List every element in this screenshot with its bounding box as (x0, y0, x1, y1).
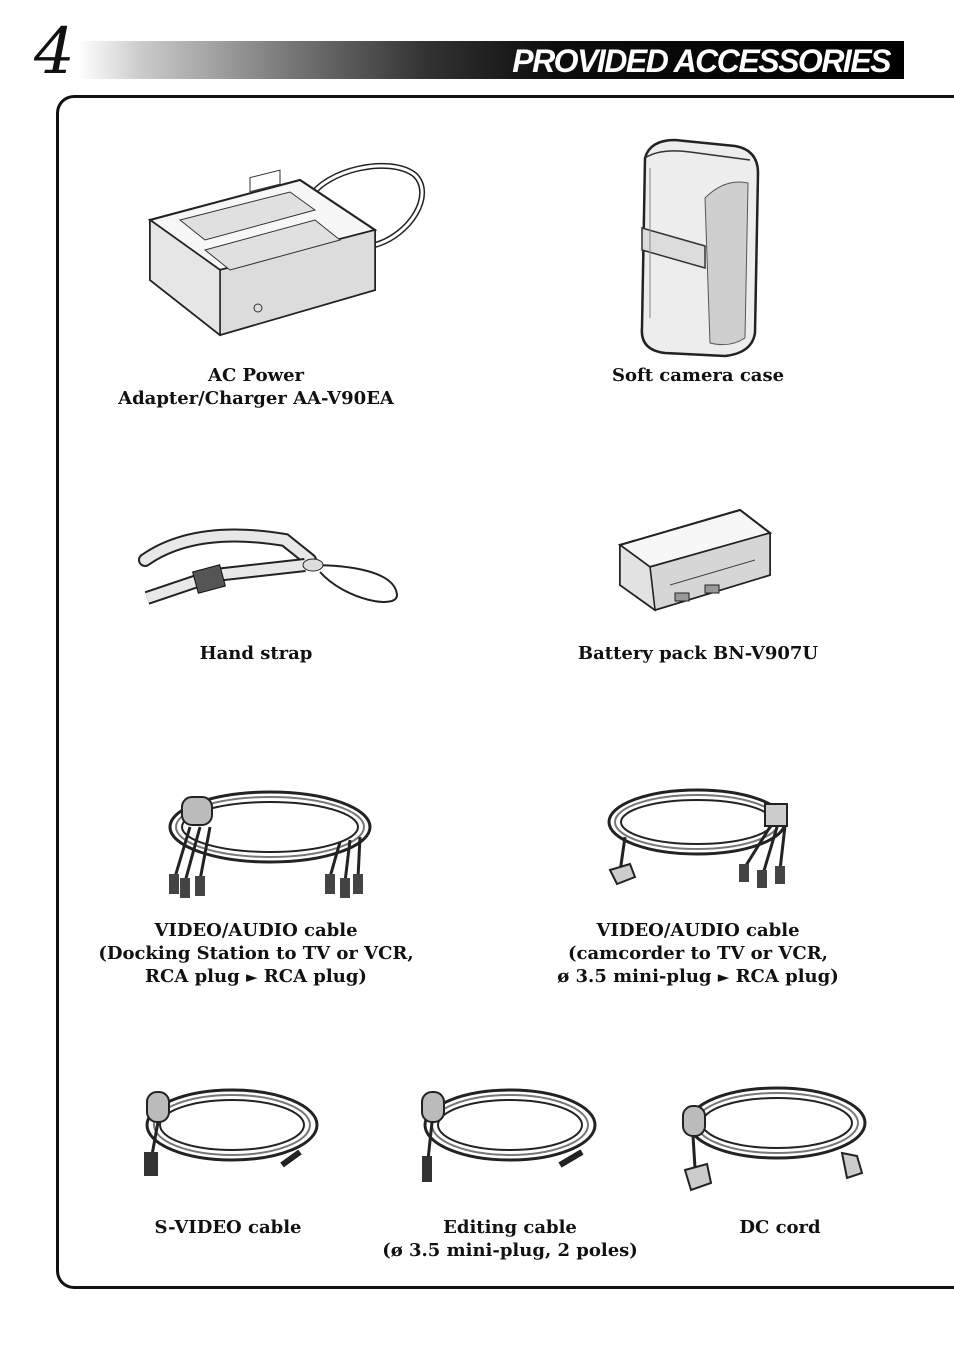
arrow-right-icon: ► (717, 968, 730, 986)
va-cable-dock-illustration (168, 790, 372, 898)
s-video-cable-caption: S-VIDEO cable (154, 1217, 302, 1238)
soft-camera-case-caption: Soft camera case (611, 365, 785, 386)
header-bar: PROVIDED ACCESSORIES (78, 41, 904, 79)
editing-cable-illustration (421, 1088, 597, 1182)
dc-cord-illustration (682, 1086, 867, 1192)
editing-cable-caption: Editing cable (ø 3.5 mini-plug, 2 poles) (382, 1217, 638, 1261)
va-cable-cam-illustration (607, 788, 788, 888)
s-video-cable-illustration (144, 1088, 319, 1176)
va-cable-dock-caption: VIDEO/AUDIO cable (Docking Station to TV… (98, 920, 414, 987)
battery-pack-caption: Battery pack BN-V907U (577, 643, 819, 664)
soft-camera-case-illustration (640, 138, 760, 358)
ac-adapter-caption: AC Power Adapter/Charger AA-V90EA (118, 365, 394, 409)
battery-pack-illustration (617, 508, 773, 612)
ac-adapter-illustration (147, 162, 426, 337)
va-cable-cam-caption: VIDEO/AUDIO cable (camcorder to TV or VC… (557, 920, 839, 987)
arrow-right-icon: ► (245, 968, 258, 986)
page-number: 4 (34, 15, 75, 89)
hand-strap-caption: Hand strap (199, 643, 313, 664)
content-frame (56, 95, 954, 1289)
page-title: PROVIDED ACCESSORIES (512, 43, 891, 79)
dc-cord-caption: DC cord (739, 1217, 821, 1238)
hand-strap-illustration (138, 528, 399, 605)
